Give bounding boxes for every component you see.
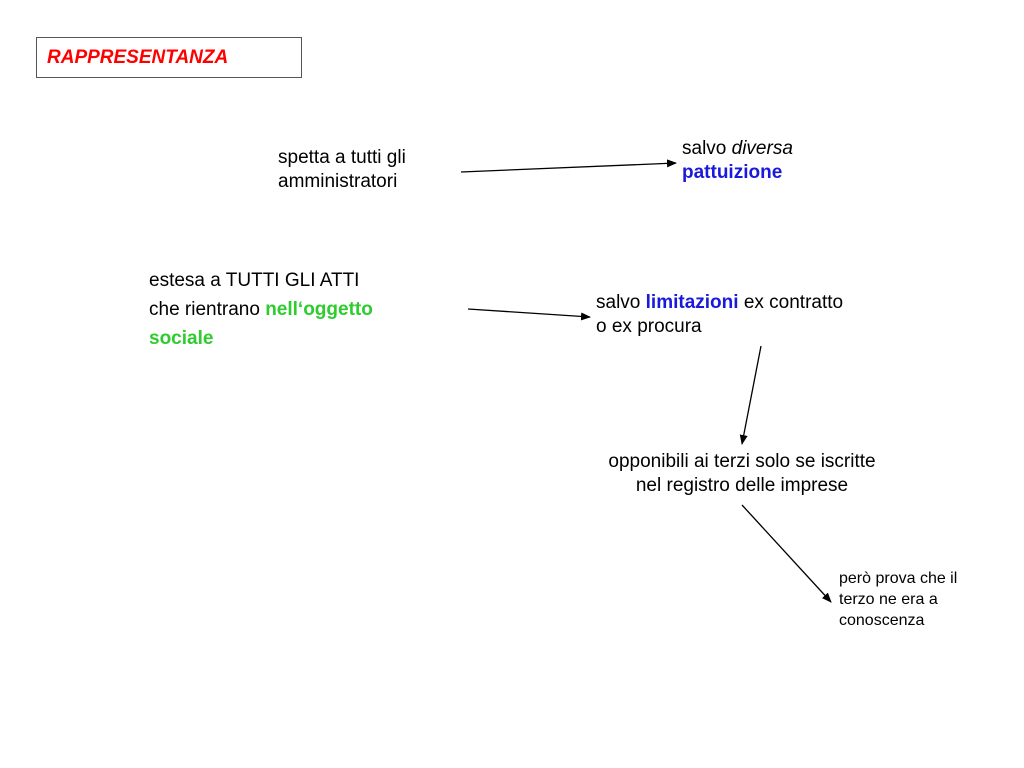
- node-limitazioni-suffix: ex contratto: [738, 292, 844, 313]
- node-diversa-prefix: salvo: [682, 138, 732, 159]
- title-box: RAPPRESENTANZA: [36, 37, 302, 78]
- node-estesa-line2-green: nell‘oggetto: [265, 299, 373, 320]
- arrow-opponibili-to-prova: [741, 504, 832, 603]
- node-estesa-line2-prefix: che rientrano: [149, 299, 266, 320]
- node-diversa-bold: pattuizione: [682, 162, 783, 183]
- node-estesa: estesa a TUTTI GLI ATTI che rientrano ne…: [149, 266, 373, 353]
- arrow-estesa-to-limitazioni: [467, 308, 591, 321]
- node-diversa-line1: salvo diversa: [682, 137, 793, 161]
- node-estesa-line2: che rientrano nell‘oggetto: [149, 295, 373, 324]
- node-prova-line2: terzo ne era a: [839, 591, 938, 608]
- node-limitazioni-bold: limitazioni: [645, 292, 739, 313]
- node-prova-line1: però prova che il: [839, 570, 958, 587]
- slide-title: RAPPRESENTANZA: [47, 46, 229, 68]
- node-estesa-line1: estesa a TUTTI GLI ATTI: [149, 270, 360, 291]
- arrow-limitazioni-to-opponibili: [739, 345, 762, 445]
- node-limitazioni-line1: salvo limitazioni ex contratto: [596, 291, 843, 315]
- node-limitazioni-line2: o ex procura: [596, 316, 702, 337]
- arrow-spetta-to-diversa: [460, 159, 677, 173]
- node-limitazioni: salvo limitazioni ex contratto o ex proc…: [596, 291, 843, 339]
- node-prova: però prova che il terzo ne era a conosce…: [839, 568, 957, 631]
- node-estesa-line3: sociale: [149, 328, 214, 349]
- node-opponibili-line2: nel registro delle imprese: [635, 475, 849, 496]
- node-spetta-line2: amministratori: [278, 171, 398, 192]
- node-prova-line3: conoscenza: [839, 612, 925, 629]
- node-spetta-line1: spetta a tutti gli: [278, 147, 406, 168]
- node-diversa-italic: diversa: [731, 138, 793, 159]
- node-opponibili-line1: opponibili ai terzi solo se iscritte: [608, 451, 876, 472]
- node-limitazioni-prefix: salvo: [596, 292, 646, 313]
- node-diversa: salvo diversa pattuizione: [682, 137, 793, 185]
- node-spetta: spetta a tutti gli amministratori: [278, 146, 406, 194]
- node-opponibili: opponibili ai terzi solo se iscritte nel…: [563, 450, 921, 498]
